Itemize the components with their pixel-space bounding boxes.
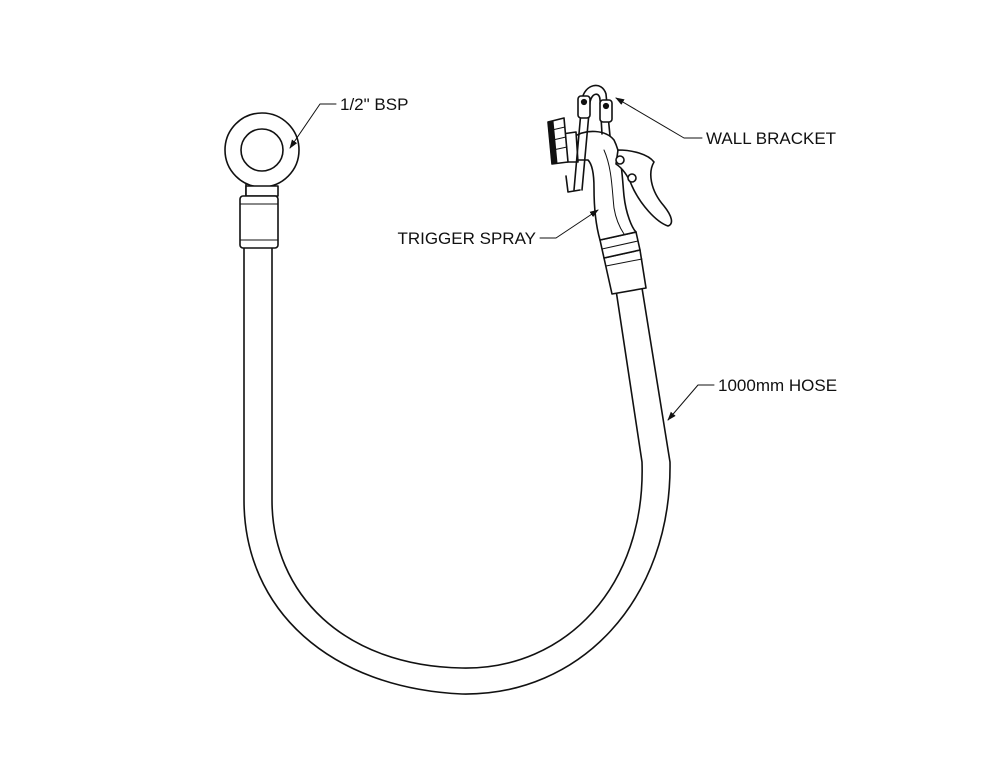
leader-bracket (615, 97, 703, 139)
inlet-ferrule (239, 195, 279, 249)
inlet-fitting (224, 112, 300, 249)
spray-ferrule-band (605, 258, 643, 267)
swivel-nut-line (601, 240, 639, 250)
label-hose: 1000mm HOSE (718, 376, 837, 395)
trigger-spray-gun (547, 117, 673, 295)
spray-rose-face (547, 120, 558, 165)
label-inlet: 1/2" BSP (340, 95, 408, 114)
leader-spray (539, 209, 599, 239)
leader-lines (289, 97, 715, 421)
hose (243, 247, 671, 695)
inlet-neck (245, 185, 279, 197)
trigger-lock-pin (627, 173, 637, 183)
leader-inlet (289, 103, 337, 149)
label-bracket: WALL BRACKET (706, 129, 836, 148)
bracket-front-arm (565, 175, 581, 193)
leader-hose (667, 384, 715, 421)
spray-gun-body (571, 130, 637, 241)
hose-inner-edge (271, 247, 643, 669)
bracket-screw-head (602, 102, 610, 110)
inlet-flange-inner (240, 128, 284, 172)
trigger-pivot (615, 155, 625, 165)
spray-gun-grip-contour (603, 149, 625, 235)
bracket-screw-head (580, 98, 588, 106)
label-spray: TRIGGER SPRAY (397, 229, 536, 248)
wall-bracket (565, 84, 613, 193)
hose-outer-edge (243, 247, 671, 695)
